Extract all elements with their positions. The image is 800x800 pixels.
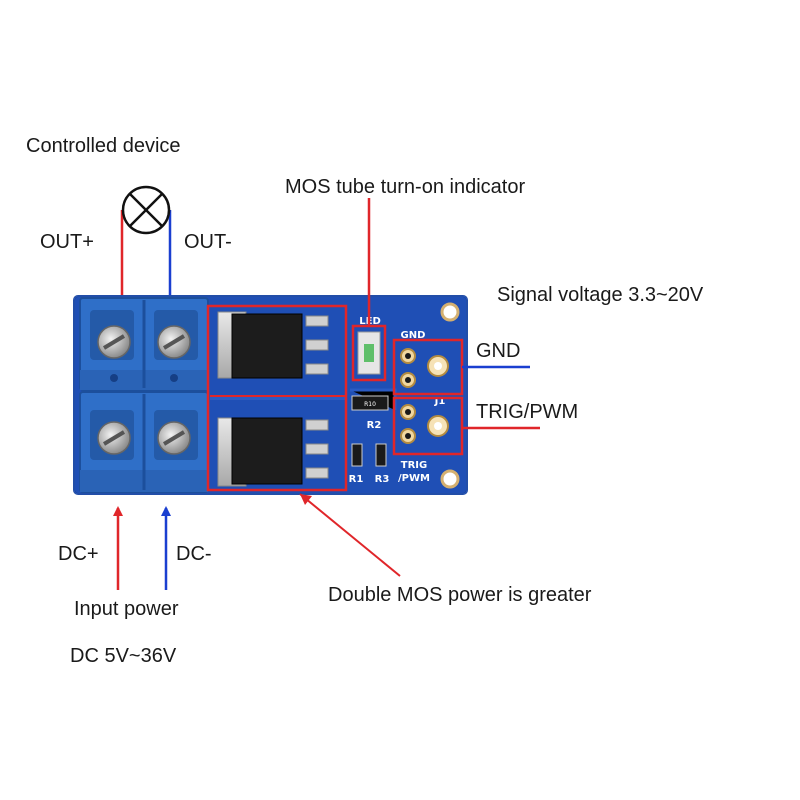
mosfet-lower xyxy=(217,417,329,487)
dc-plus-label: DC+ xyxy=(58,543,99,565)
silk-gnd: GND xyxy=(401,330,426,341)
signal-header-pins xyxy=(400,348,449,444)
silk-r1: R1 xyxy=(349,474,364,485)
resistor-r1 xyxy=(351,443,363,467)
double-mos-leader-line xyxy=(299,493,401,577)
silk-r2: R2 xyxy=(367,420,382,431)
double-mos-label: Double MOS power is greater xyxy=(328,584,592,606)
silk-pwm: /PWM xyxy=(398,473,430,484)
silk-j1: J1 xyxy=(434,396,446,407)
mosfet-callout-box xyxy=(206,304,348,492)
controlled-device-lamp xyxy=(120,185,172,298)
input-voltage-label: DC 5V~36V xyxy=(70,645,177,667)
input-power-label: Input power xyxy=(74,598,179,620)
resistor-code: R10 xyxy=(364,401,376,408)
screw-icon xyxy=(97,421,131,455)
resistor-r2: R10 xyxy=(351,395,389,411)
silk-trig: TRIG xyxy=(401,460,427,471)
gnd-label: GND xyxy=(476,340,520,362)
mount-hole xyxy=(440,302,460,322)
out-plus-label: OUT+ xyxy=(40,231,94,253)
signal-voltage-label: Signal voltage 3.3~20V xyxy=(497,284,704,306)
dc-minus-label: DC- xyxy=(176,543,212,565)
trig-callout-box xyxy=(392,396,464,456)
screw-icon xyxy=(157,421,191,455)
controlled-device-label: Controlled device xyxy=(26,135,181,157)
screw-icon xyxy=(157,325,191,359)
silk-r3: R3 xyxy=(375,474,390,485)
mos-indicator-label: MOS tube turn-on indicator xyxy=(285,176,525,198)
resistor-r3 xyxy=(375,443,387,467)
out-minus-label: OUT- xyxy=(184,231,232,253)
lamp-symbol-icon xyxy=(121,185,171,235)
screw-icon xyxy=(97,325,131,359)
led-indicator xyxy=(357,331,381,375)
output-terminal-block xyxy=(79,297,209,391)
double-mos-arrowhead xyxy=(300,494,312,505)
mount-hole xyxy=(440,469,460,489)
input-terminal-block xyxy=(79,391,209,493)
mosfet-upper xyxy=(217,311,329,379)
trig-pwm-label: TRIG/PWM xyxy=(476,401,578,423)
